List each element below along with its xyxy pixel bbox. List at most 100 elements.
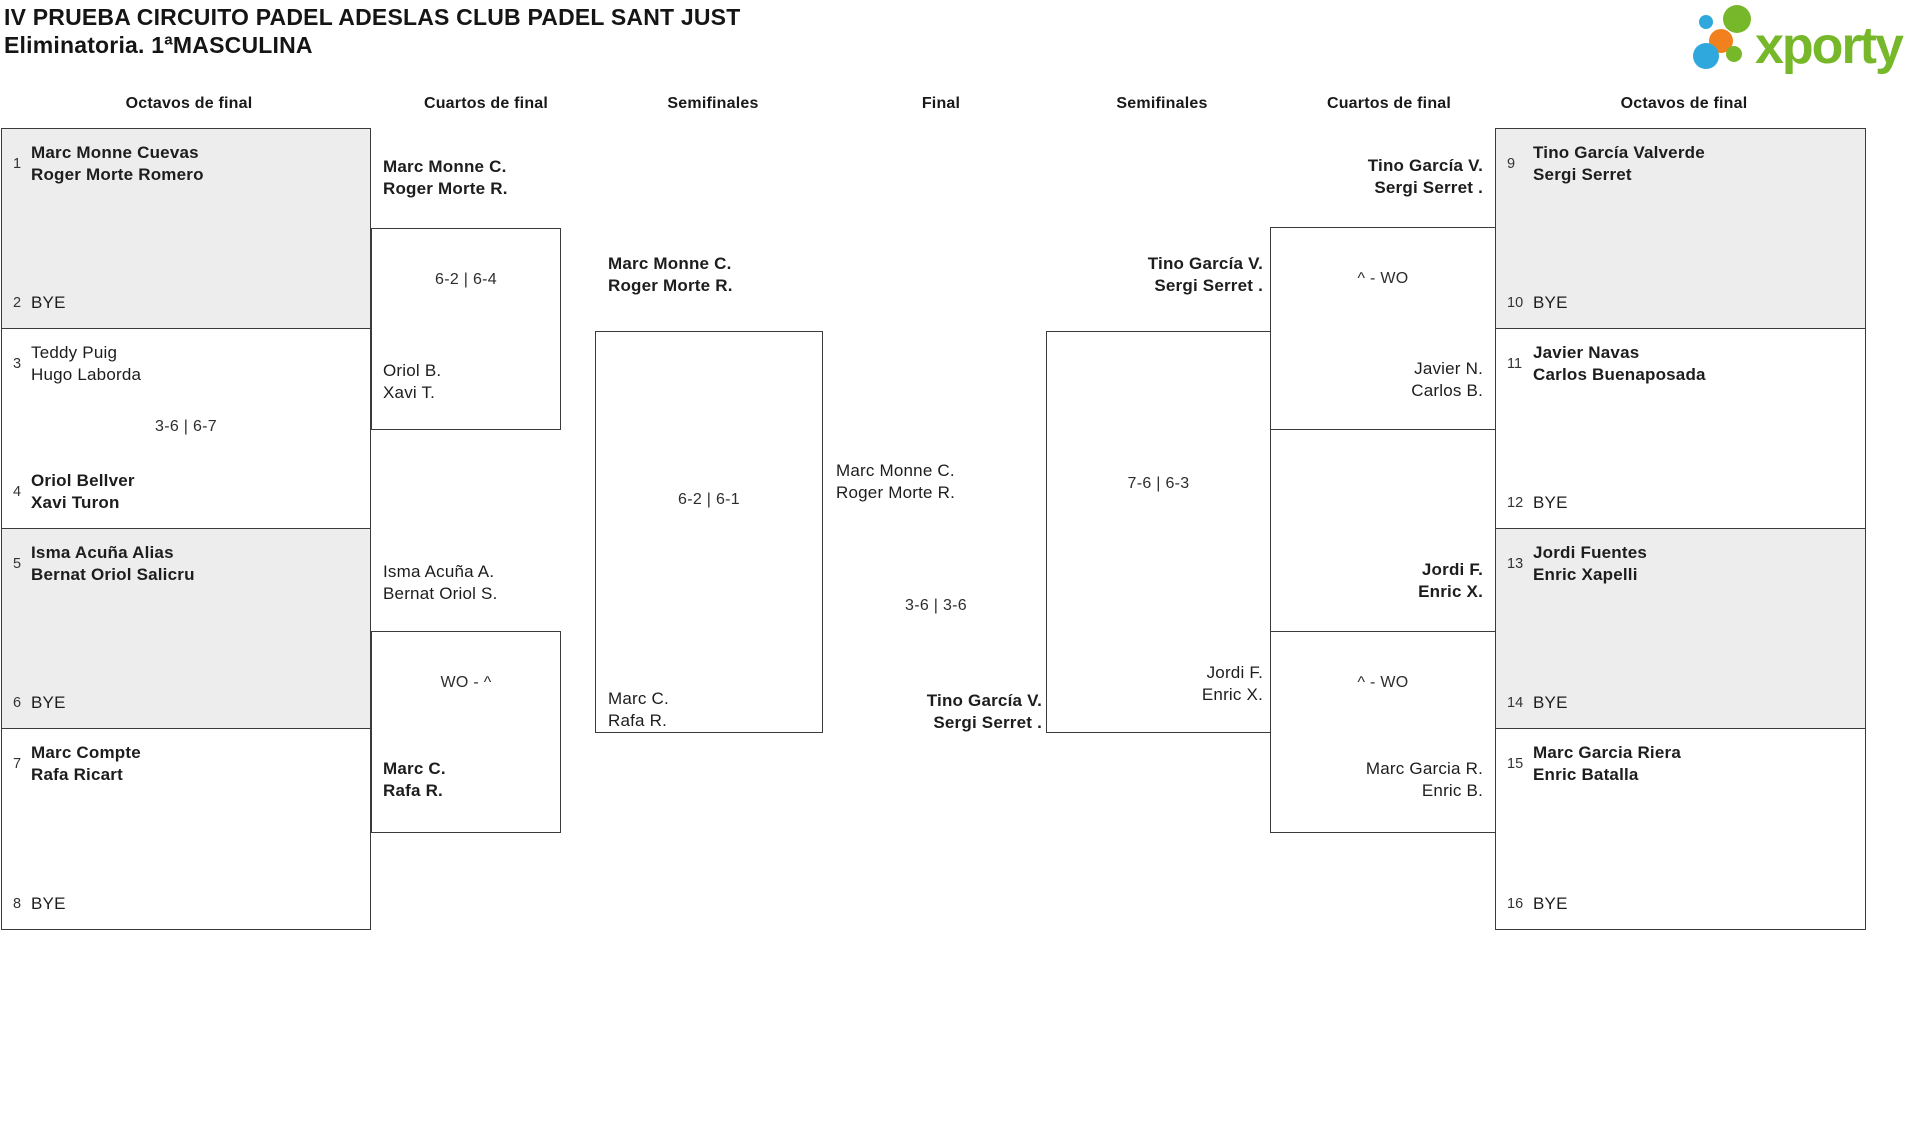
- seed-number: 15: [1507, 756, 1524, 772]
- octavos-right-column: 9 Tino García Valverde Sergi Serret 10 B…: [1495, 128, 1866, 930]
- participant-bottom: 10 BYE: [1507, 292, 1568, 314]
- bye-text: BYE: [31, 894, 66, 913]
- player-name: Marc Garcia Riera: [1533, 743, 1681, 762]
- seed-number: 11: [1507, 356, 1523, 372]
- player-name: Enric Batalla: [1533, 765, 1639, 784]
- participant-left-quarter1-top: Marc Monne C. Roger Morte R.: [383, 156, 508, 200]
- participant-top: 1 Marc Monne Cuevas Roger Morte Romero: [13, 142, 204, 186]
- logo-wordmark: xporty: [1755, 17, 1904, 75]
- participant-bottom: 4 Oriol Bellver Xavi Turon: [13, 470, 135, 514]
- match-score: ^ - WO: [1357, 270, 1409, 287]
- player-name: Sergi Serret .: [1374, 178, 1483, 197]
- player-name: Tino García V.: [1147, 254, 1263, 273]
- participant-top: 3 Teddy Puig Hugo Laborda: [13, 342, 141, 386]
- participant-bottom: 14 BYE: [1507, 692, 1568, 714]
- team-names: Isma Acuña Alias Bernat Oriol Salicru: [31, 542, 195, 586]
- tournament-title: IV PRUEBA CIRCUITO PADEL ADESLAS CLUB PA…: [4, 4, 741, 30]
- player-name: Isma Acuña A.: [383, 562, 495, 581]
- player-name: Bernat Oriol S.: [383, 584, 498, 603]
- player-name: Roger Morte R.: [608, 276, 733, 295]
- participant-left-quarter1-bottom: Oriol B. Xavi T.: [383, 360, 441, 404]
- match-cell-seeds-11-12: 11 Javier Navas Carlos Buenaposada 12 BY…: [1496, 329, 1865, 529]
- logo-dot-green-small: [1726, 46, 1742, 62]
- logo-dot-blue-large: [1693, 43, 1719, 69]
- player-name: Sergi Serret: [1533, 165, 1632, 184]
- participant-top: 15 Marc Garcia Riera Enric Batalla: [1507, 742, 1681, 786]
- participant-right-semi-top: Tino García V. Sergi Serret .: [1063, 253, 1263, 297]
- participant-top: 13 Jordi Fuentes Enric Xapelli: [1507, 542, 1647, 586]
- match-box-right-semi: [1046, 331, 1271, 733]
- player-name: Javier Navas: [1533, 343, 1640, 362]
- player-name: Oriol B.: [383, 361, 442, 380]
- match-cell-seeds-5-6: 5 Isma Acuña Alias Bernat Oriol Salicru …: [2, 529, 370, 729]
- player-name: Enric B.: [1421, 781, 1483, 800]
- team-names: Javier Navas Carlos Buenaposada: [1533, 342, 1706, 386]
- bye-text: BYE: [1533, 894, 1568, 913]
- octavos-left-column: 1 Marc Monne Cuevas Roger Morte Romero 2…: [1, 128, 371, 930]
- team-names: Tino García Valverde Sergi Serret: [1533, 142, 1705, 186]
- player-name: Enric X.: [1418, 582, 1483, 601]
- participant-left-semi-top: Marc Monne C. Roger Morte R.: [608, 253, 733, 297]
- player-name: Xavi T.: [383, 383, 436, 402]
- xporty-logo: xporty: [1693, 5, 1906, 75]
- participant-bottom: 2 BYE: [13, 292, 66, 314]
- seed-number: 3: [13, 356, 22, 372]
- match-score: ^ - WO: [1357, 674, 1409, 691]
- category-subtitle: Eliminatoria. 1ªMASCULINA: [4, 32, 313, 58]
- team-names: Oriol Bellver Xavi Turon: [31, 470, 135, 514]
- player-name: Enric X.: [1201, 685, 1263, 704]
- player-name: Sergi Serret .: [933, 713, 1042, 732]
- match-cell-seeds-3-4: 3 Teddy Puig Hugo Laborda 3-6 | 6-7 4 Or…: [2, 329, 370, 529]
- bye-text: BYE: [1533, 493, 1568, 512]
- participant-right-quarter2-top: Jordi F. Enric X.: [1283, 559, 1483, 603]
- player-name: Carlos B.: [1411, 381, 1483, 400]
- player-name: Marc Monne C.: [383, 157, 507, 176]
- team-names: Teddy Puig Hugo Laborda: [31, 342, 141, 386]
- player-name: Jordi F.: [1421, 560, 1483, 579]
- logo-dot-green-large: [1723, 5, 1751, 33]
- seed-number: 14: [1507, 695, 1524, 711]
- seed-number: 12: [1507, 495, 1524, 511]
- match-box-right-quarter-2: [1270, 631, 1496, 833]
- bye-text: BYE: [31, 293, 66, 312]
- round-header-final: Final: [921, 95, 961, 112]
- match-score: WO - ^: [440, 674, 492, 691]
- player-name: Xavi Turon: [31, 493, 120, 512]
- player-name: Roger Morte R.: [383, 179, 508, 198]
- player-name: Carlos Buenaposada: [1533, 365, 1706, 384]
- bye-text: BYE: [1533, 293, 1568, 312]
- player-name: Marc Compte: [31, 743, 141, 762]
- logo-dot-blue-small: [1699, 15, 1713, 29]
- team-names: Marc Compte Rafa Ricart: [31, 742, 141, 786]
- participant-top: 11 Javier Navas Carlos Buenaposada: [1507, 342, 1706, 386]
- participant-final-bottom-champion: Tino García V. Sergi Serret .: [842, 690, 1042, 734]
- participant-right-semi-bottom: Jordi F. Enric X.: [1063, 662, 1263, 706]
- player-name: Marc Monne C.: [608, 254, 732, 273]
- seed-number: 4: [13, 484, 22, 500]
- player-name: Jordi F.: [1206, 663, 1263, 682]
- bye-label: BYE: [31, 893, 66, 915]
- match-box-left-quarter-2: [371, 631, 561, 833]
- match-box-left-quarter-1: [371, 228, 561, 430]
- participant-top: 7 Marc Compte Rafa Ricart: [13, 742, 141, 786]
- round-header-left-octavos: Octavos de final: [125, 95, 253, 112]
- bye-label: BYE: [1533, 893, 1568, 915]
- player-name: Oriol Bellver: [31, 471, 135, 490]
- seed-number: 2: [13, 295, 22, 311]
- player-name: Sergi Serret .: [1154, 276, 1263, 295]
- match-score: 6-2 | 6-4: [435, 271, 497, 288]
- participant-right-quarter1-top: Tino García V. Sergi Serret .: [1283, 155, 1483, 199]
- player-name: Tino García V.: [1367, 156, 1483, 175]
- player-name: Roger Morte R.: [836, 483, 956, 502]
- seed-number: 1: [13, 156, 22, 172]
- participant-right-quarter2-bottom: Marc Garcia R. Enric B.: [1283, 758, 1483, 802]
- bye-text: BYE: [31, 693, 66, 712]
- participant-left-quarter2-bottom: Marc C. Rafa R.: [383, 758, 446, 802]
- seed-number: 10: [1507, 295, 1524, 311]
- participant-top: 5 Isma Acuña Alias Bernat Oriol Salicru: [13, 542, 195, 586]
- round-header-left-semis: Semifinales: [667, 95, 759, 112]
- player-name: Teddy Puig: [31, 343, 118, 362]
- match-cell-seeds-1-2: 1 Marc Monne Cuevas Roger Morte Romero 2…: [2, 129, 370, 329]
- round-header-right-cuartos: Cuartos de final: [1326, 95, 1452, 112]
- participant-top: 9 Tino García Valverde Sergi Serret: [1507, 142, 1705, 186]
